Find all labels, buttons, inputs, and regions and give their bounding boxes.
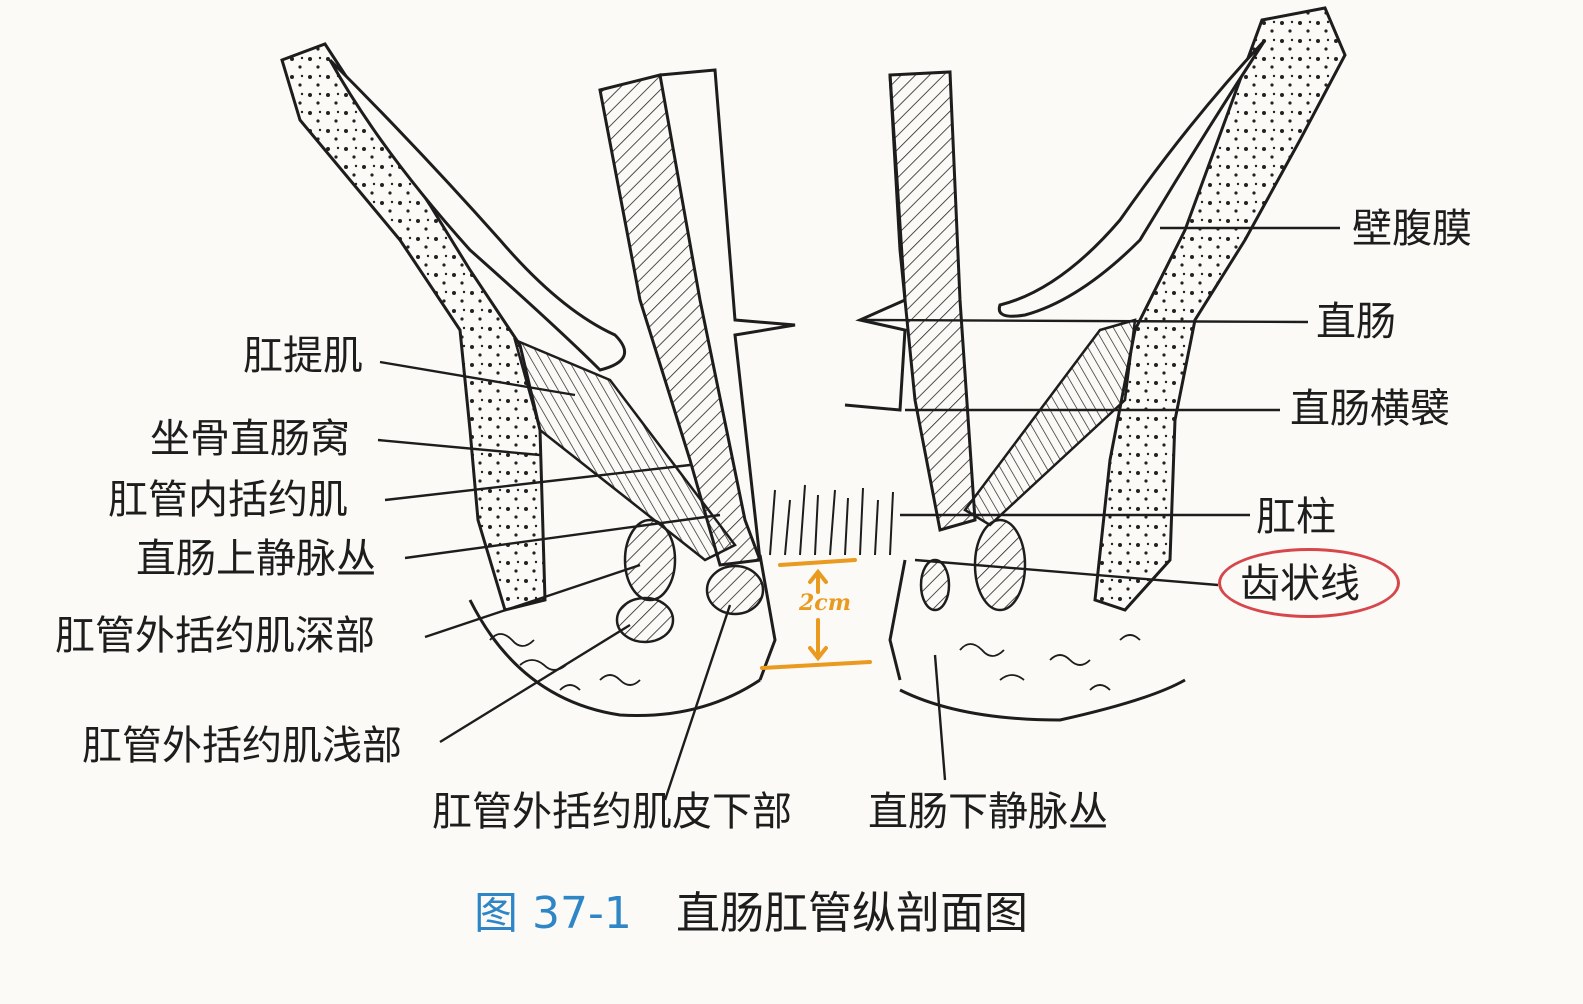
right-rectal-inner xyxy=(844,74,907,412)
left-pelvic-bone xyxy=(280,42,547,612)
anal-columns xyxy=(769,484,894,556)
label-anal-column: 肛柱 xyxy=(1256,494,1336,540)
fat-lobules xyxy=(489,633,1141,691)
right-perianal-base xyxy=(899,678,1186,722)
figure-title: 直肠肛管纵剖面图 xyxy=(676,888,1028,939)
anal-canal-wall-right xyxy=(888,559,907,681)
label-superior-rectal-plexus: 直肠上静脉丛 xyxy=(136,536,376,582)
left-levator-outline xyxy=(328,58,627,372)
dentate-line-highlight-circle xyxy=(1218,548,1400,618)
left-rectal-inner xyxy=(659,68,796,561)
left-perianal-base xyxy=(468,599,761,718)
label-rectal-transverse-fold: 直肠横襞 xyxy=(1290,386,1450,432)
measurement-marker xyxy=(760,558,872,670)
handwritten-2cm: 2cm xyxy=(799,590,851,616)
label-external-deep: 肛管外括约肌深部 xyxy=(55,613,375,659)
left-superficial-sphincter xyxy=(615,596,675,644)
label-external-superficial: 肛管外括约肌浅部 xyxy=(82,723,402,769)
label-external-subcutaneous: 肛管外括约肌皮下部 xyxy=(432,789,792,835)
label-ischiorectal-fossa: 坐骨直肠窝 xyxy=(150,416,350,462)
leader-lines-left xyxy=(377,360,732,801)
leader-lines-right xyxy=(864,226,1340,781)
label-internal-sphincter: 肛管内括约肌 xyxy=(108,477,348,523)
label-rectum: 直肠 xyxy=(1316,299,1396,345)
right-superficial-sphincter xyxy=(919,558,951,612)
label-levator-ani: 肛提肌 xyxy=(243,333,363,379)
right-levator-ani-muscle xyxy=(963,318,1137,527)
anal-canal-wall-left xyxy=(758,554,777,681)
label-parietal-peritoneum: 壁腹膜 xyxy=(1352,206,1472,252)
label-inferior-rectal-plexus: 直肠下静脉丛 xyxy=(868,789,1108,835)
figure-number: 图 37-1 xyxy=(474,888,632,939)
left-deep-sphincter xyxy=(623,518,677,602)
left-subcutaneous-sphincter xyxy=(705,564,765,616)
right-peritoneum-outline xyxy=(997,38,1267,318)
